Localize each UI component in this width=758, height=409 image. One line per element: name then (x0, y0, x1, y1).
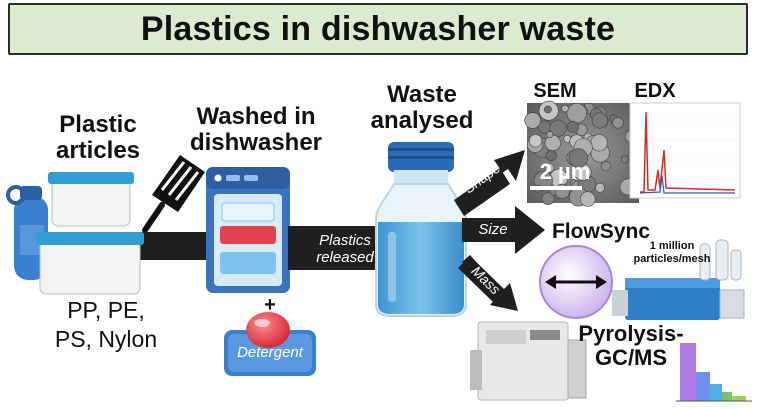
sem-image (524, 100, 639, 207)
pyrolysis-bars (676, 343, 752, 402)
flowsync-instrument-icon (612, 239, 745, 320)
gcms-instrument-icon (470, 321, 587, 401)
flowsync-note-line2: particles/mesh (633, 252, 711, 265)
edx-spectrum (629, 102, 741, 199)
branch-size-label: Size (478, 221, 508, 238)
stage-washed-line1: Washed in (196, 103, 316, 130)
flowsync-note-line1: 1 million (649, 240, 695, 252)
title-banner: Plastics in dishwasher waste (8, 3, 748, 55)
mass-arrow (458, 255, 518, 311)
flowsync-note: 1 million particles/mesh (622, 240, 722, 265)
sample-bottle-icon (375, 142, 467, 317)
detergent-label: Detergent (237, 344, 303, 361)
main-arrow (70, 212, 282, 280)
diagram-title: Plastics in dishwasher waste (140, 9, 616, 48)
polymer-line1: PP, PE, (67, 297, 145, 323)
stage-washed-label: Washed in dishwasher (186, 103, 326, 157)
stage-washed-line2: dishwasher (189, 129, 323, 157)
stage-plastic-label: Plastic articles (38, 111, 158, 165)
stage-waste-line1: Waste (387, 81, 457, 108)
flowsync-label: FlowSync (551, 220, 651, 243)
detergent-icon (224, 312, 316, 376)
sem-label: SEM (533, 80, 577, 102)
released-line2: released (316, 249, 374, 267)
released-label: Plastics released (300, 232, 390, 267)
size-arrow (462, 206, 545, 254)
pyrolysis-label: Pyrolysis- GC/MS (566, 321, 696, 371)
edx-label: EDX (634, 80, 676, 102)
stage-plastic-line2: articles (55, 137, 141, 165)
pyrolysis-line2: GC/MS (594, 345, 668, 371)
pyrolysis-line1: Pyrolysis- (578, 321, 684, 346)
released-line1: Plastics (319, 232, 371, 249)
sem-scale-label: 2 µm (539, 159, 591, 184)
dishwasher-icon (206, 167, 290, 293)
polymer-line2: PS, Nylon (54, 325, 158, 352)
stage-waste-label: Waste analysed (362, 81, 482, 135)
shape-arrow (454, 150, 525, 216)
plus-sign: + (264, 294, 276, 316)
food-containers-icon (36, 172, 144, 295)
polymer-list: PP, PE, PS, Nylon (36, 296, 176, 354)
particle-sphere-icon (539, 245, 613, 319)
stage-plastic-line1: Plastic (59, 111, 137, 138)
stage-waste-line2: analysed (370, 107, 474, 135)
spatula-icon (142, 155, 205, 233)
